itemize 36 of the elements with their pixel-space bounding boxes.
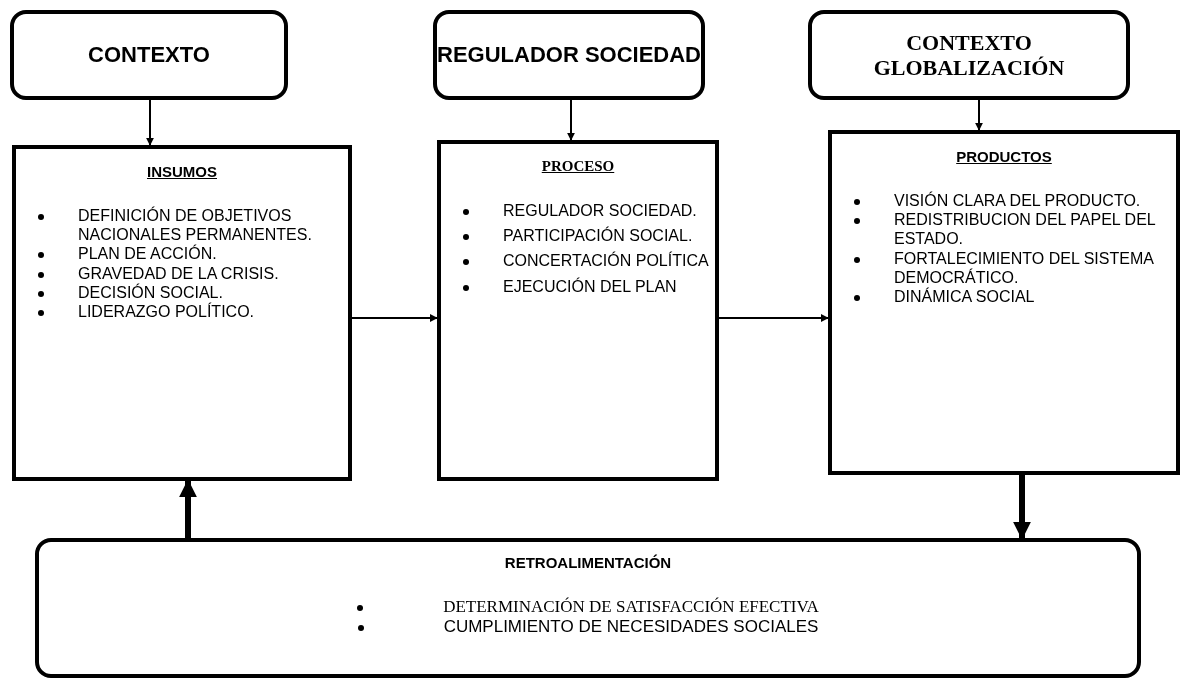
box-title: REGULADOR SOCIEDAD: [437, 42, 701, 68]
feedback-box: [35, 538, 1141, 678]
list-item: PARTICIPACIÓN SOCIAL.: [441, 226, 715, 246]
section-heading: RETROALIMENTACIÓN: [503, 554, 673, 571]
list-item: REGULADOR SOCIEDAD.: [441, 201, 715, 221]
arrow: [179, 479, 197, 538]
products-box: [828, 130, 1180, 475]
arrow: [567, 99, 575, 141]
list-item: REDISTRIBUCION DEL PAPEL DEL ESTADO.: [832, 210, 1176, 249]
arrow: [975, 99, 983, 131]
list-item: CUMPLIMIENTO DE NECESIDADES SOCIALES: [443, 617, 819, 637]
arrow: [351, 314, 438, 322]
list-item: VISIÓN CLARA DEL PRODUCTO.: [832, 191, 1176, 211]
list-item: PLAN DE ACCIÓN.: [16, 244, 348, 264]
section-heading: PRODUCTOS: [955, 148, 1053, 165]
arrow: [718, 314, 829, 322]
arrow: [146, 99, 154, 146]
box-title: CONTEXTO GLOBALIZACIÓN: [872, 29, 1066, 81]
context-box: [808, 10, 1130, 100]
list-item: GRAVEDAD DE LA CRISIS.: [16, 263, 348, 283]
box-title: CONTEXTO: [88, 42, 210, 68]
list-item: DETERMINACIÓN DE SATISFACCIÓN EFECTIVA: [443, 597, 819, 616]
list-item: DINÁMICA SOCIAL: [832, 286, 1176, 307]
list-item: LIDERAZGO POLÍTICO.: [16, 301, 348, 322]
section-heading: INSUMOS: [146, 163, 218, 180]
list-item: CONCERTACIÓN POLÍTICA: [441, 251, 715, 271]
list-item: FORTALECIMIENTO DEL SISTEMA DEMOCRÁTICO.: [832, 248, 1176, 287]
arrow: [1013, 475, 1031, 540]
regulator-box: [433, 10, 705, 100]
list-item: DECISIÓN SOCIAL.: [16, 282, 348, 302]
process-box: [437, 140, 719, 481]
context-box: [10, 10, 288, 100]
list-item: EJECUCIÓN DEL PLAN: [441, 276, 715, 296]
section-heading: PROCESO: [540, 158, 616, 175]
inputs-box: [12, 145, 352, 481]
list-item: DEFINICIÓN DE OBJETIVOS NACIONALES PERMANENTES.: [16, 206, 348, 245]
